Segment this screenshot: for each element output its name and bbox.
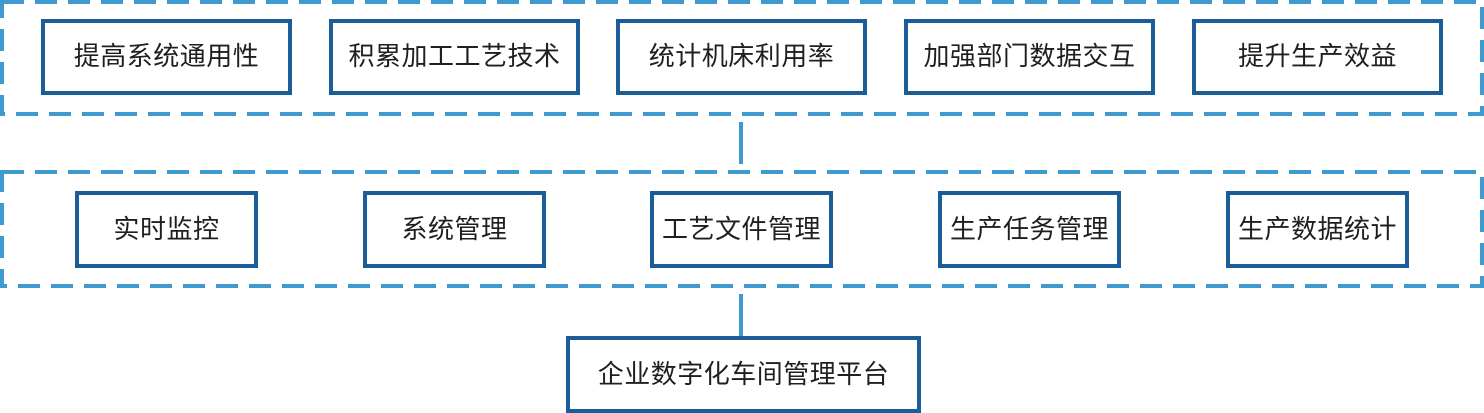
module-node-label: 系统管理	[401, 214, 508, 245]
module-node-production-data-statistics: 生产数据统计	[1226, 191, 1409, 268]
goal-node-data-exchange: 加强部门数据交互	[904, 19, 1155, 95]
goals-group-frame	[0, 0, 1484, 116]
goal-node-label: 提升生产效益	[1237, 42, 1397, 72]
goal-node-generality: 提高系统通用性	[41, 19, 292, 95]
module-node-system-management: 系统管理	[363, 191, 546, 268]
module-node-label: 生产任务管理	[949, 214, 1109, 245]
connector-goals-to-modules	[739, 122, 743, 164]
goals-frame-border	[0, 0, 1484, 116]
platform-node: 企业数字化车间管理平台	[566, 336, 921, 413]
modules-frame-border	[0, 170, 1484, 288]
platform-node-label: 企业数字化车间管理平台	[597, 359, 890, 390]
module-node-realtime-monitoring: 实时监控	[75, 191, 258, 268]
module-node-production-task-management: 生产任务管理	[938, 191, 1121, 268]
goal-node-process-tech: 积累加工工艺技术	[329, 19, 580, 95]
module-node-label: 实时监控	[113, 214, 220, 245]
goal-node-label: 加强部门数据交互	[923, 42, 1136, 72]
modules-group-frame	[0, 170, 1484, 288]
goal-node-label: 统计机床利用率	[648, 42, 835, 72]
goal-node-machine-utilization: 统计机床利用率	[616, 19, 867, 95]
goal-node-production-benefit: 提升生产效益	[1192, 19, 1443, 95]
goal-node-label: 提高系统通用性	[73, 42, 260, 72]
module-node-label: 工艺文件管理	[661, 214, 821, 245]
module-node-label: 生产数据统计	[1237, 214, 1397, 245]
module-node-process-file-management: 工艺文件管理	[650, 191, 833, 268]
goal-node-label: 积累加工工艺技术	[348, 42, 561, 72]
connector-modules-to-platform	[739, 294, 743, 336]
